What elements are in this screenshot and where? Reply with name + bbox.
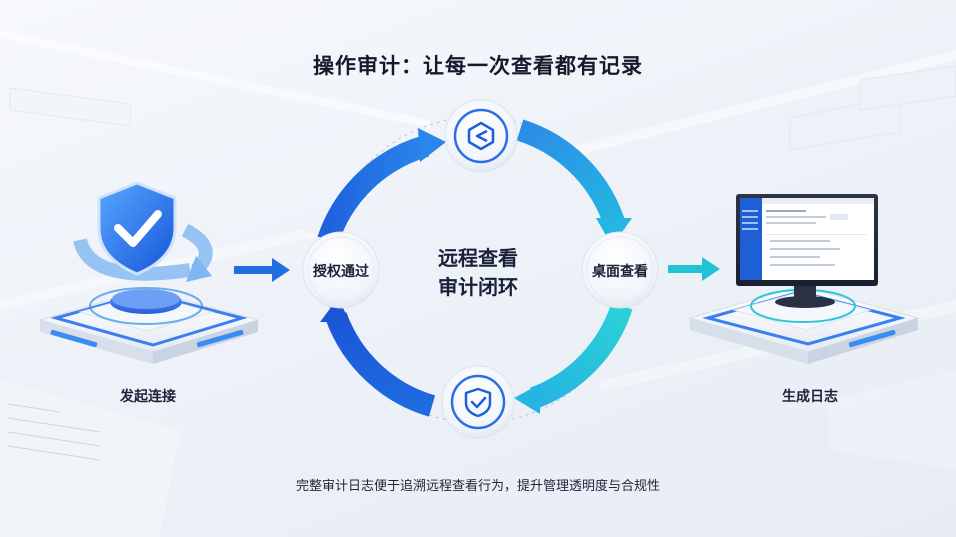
side-left-label: 发起连接: [120, 389, 176, 405]
node-left-label: 授权通过: [313, 264, 369, 280]
node-right: [581, 231, 659, 309]
monitor-icon: [736, 194, 878, 308]
shield-check-icon: [73, 181, 213, 282]
left-platform: [38, 287, 260, 364]
center-label-line2: 审计闭环: [438, 275, 518, 299]
footer-caption: 完整审计日志便于追溯远程查看行为，提升管理透明度与合规性: [295, 479, 660, 494]
side-arrow-right: [668, 257, 720, 281]
center-label-line1: 远程查看: [438, 246, 518, 270]
hexagon-icon: [467, 121, 495, 151]
node-right-label: 桌面查看: [592, 264, 648, 280]
arc-arrow-upper-right: [516, 119, 625, 226]
node-top: [444, 99, 518, 173]
arrow-head-lower-right: [514, 384, 540, 414]
node-bottom: [441, 365, 515, 439]
cycle-center-label: 远程查看 审计闭环: [398, 244, 558, 302]
side-right-label: 生成日志: [782, 389, 838, 405]
shield-check-icon: [464, 387, 492, 418]
page-title: 操作审计：让每一次查看都有记录: [313, 54, 643, 78]
side-arrow-left: [234, 258, 290, 282]
arc-arrow-lower-right: [529, 302, 633, 409]
arrow-head-lower-left: [320, 298, 350, 322]
arrow-head-upper-left: [418, 128, 446, 162]
right-platform: [688, 285, 920, 364]
node-left: [302, 231, 380, 309]
arc-arrow-upper-left: [317, 135, 430, 244]
arc-arrow-lower-left: [325, 312, 436, 417]
